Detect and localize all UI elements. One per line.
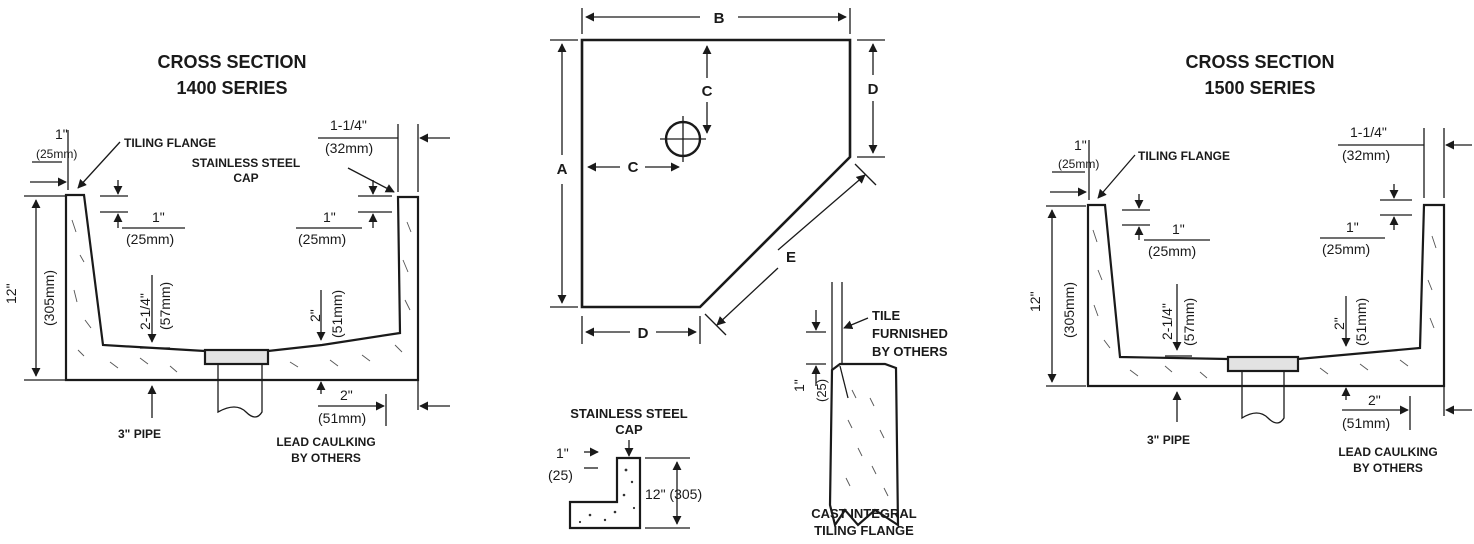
cap-detail-dim-in: 1" — [556, 445, 569, 461]
cross-section-1500: CROSS SECTION 1500 SERIES 1" (25mm) TILI… — [1027, 52, 1472, 475]
lead-label-1500-line1: LEAD CAULKING — [1338, 445, 1437, 459]
title-1500-line2: 1500 SERIES — [1204, 78, 1315, 98]
cap-detail: STAINLESS STEEL CAP 1" (25) 12" (305) — [548, 406, 702, 530]
right-top-mm-1400: (32mm) — [325, 140, 373, 156]
bottom-mm-1500: (51mm) — [1342, 415, 1390, 431]
inner-left-in-1500: 1" — [1172, 221, 1185, 237]
basin-body-1400 — [64, 193, 420, 382]
pipe-label-1500: 3" PIPE — [1147, 433, 1190, 447]
floor-right-mm-1400: (51mm) — [329, 290, 345, 338]
cast-label-line1: CAST INTEGRAL — [811, 506, 917, 521]
drain-cap-1400 — [203, 348, 270, 366]
floor-left-in-1400: 2-1/4" — [137, 293, 153, 330]
title-1500-line1: CROSS SECTION — [1185, 52, 1334, 72]
inner-left-mm-1400: (25mm) — [126, 231, 174, 247]
pan-outline — [580, 38, 852, 309]
cap-detail-body — [568, 456, 642, 530]
floor-right-in-1500: 2" — [1331, 317, 1347, 330]
basin-body-1500 — [1086, 203, 1446, 388]
floor-left-in-1500: 2-1/4" — [1159, 303, 1175, 340]
height-mm-1500: (305mm) — [1061, 282, 1077, 338]
dim-d-right: D — [868, 81, 879, 98]
dim-a: A — [557, 161, 568, 178]
lead-label-1400-line2: BY OTHERS — [291, 451, 361, 465]
pipe-1400 — [217, 364, 263, 418]
cap-detail-height: 12" (305) — [645, 486, 702, 502]
floor-left-mm-1500: (57mm) — [1181, 298, 1197, 346]
inner-left-in-1400: 1" — [152, 209, 165, 225]
dim-b: B — [714, 10, 725, 27]
floor-right-in-1400: 2" — [307, 309, 323, 322]
pipe-1500 — [1241, 371, 1285, 424]
tile-label-line2: FURNISHED — [872, 326, 948, 341]
bottom-in-1400: 2" — [340, 387, 353, 403]
height-mm-1400: (305mm) — [41, 270, 57, 326]
concrete-hatch-1400 — [71, 219, 412, 373]
floor-right-mm-1500: (51mm) — [1353, 298, 1369, 346]
tile-flange-body — [828, 362, 900, 528]
dim-c-vertical: C — [702, 83, 713, 100]
tile-flange-hatch — [845, 389, 889, 497]
right-top-mm-1500: (32mm) — [1342, 147, 1390, 163]
flange-dim-in-1400: 1" — [55, 126, 68, 142]
cap-detail-dim-mm: (25) — [548, 467, 573, 483]
lead-label-1500-line2: BY OTHERS — [1353, 461, 1423, 475]
inner-right-mm-1400: (25mm) — [298, 231, 346, 247]
lead-label-1400-line1: LEAD CAULKING — [276, 435, 375, 449]
inner-left-mm-1500: (25mm) — [1148, 243, 1196, 259]
flange-dim-mm-1500: (25mm) — [1058, 157, 1099, 171]
floor-left-mm-1400: (57mm) — [157, 282, 173, 330]
cap-label-1400-line1: STAINLESS STEEL — [192, 156, 300, 170]
flange-dim-mm-1400: (25mm) — [36, 147, 77, 161]
tile-dim-mm: (25) — [814, 379, 829, 402]
concrete-hatch-1500 — [1092, 229, 1437, 379]
cast-label-line2: TILING FLANGE — [814, 523, 914, 538]
right-top-in-1400: 1-1/4" — [330, 117, 367, 133]
title-1400-line1: CROSS SECTION — [157, 52, 306, 72]
dim-e: E — [786, 249, 796, 266]
bottom-in-1500: 2" — [1368, 392, 1381, 408]
dim-c-horizontal: C — [628, 159, 639, 176]
drain-cap-1500 — [1226, 355, 1300, 373]
bottom-mm-1400: (51mm) — [318, 410, 366, 426]
cap-label-1400-line2: CAP — [233, 171, 258, 185]
flange-dim-in-1500: 1" — [1074, 137, 1087, 153]
plan-view: B A C C D D E — [550, 8, 885, 344]
height-in-1500: 12" — [1027, 291, 1043, 312]
inner-right-in-1500: 1" — [1346, 219, 1359, 235]
right-top-in-1500: 1-1/4" — [1350, 124, 1387, 140]
tile-label-line3: BY OTHERS — [872, 344, 948, 359]
cap-detail-title-line2: CAP — [615, 422, 643, 437]
inner-right-mm-1500: (25mm) — [1322, 241, 1370, 257]
pipe-label-1400: 3" PIPE — [118, 427, 161, 441]
title-1400-line2: 1400 SERIES — [176, 78, 287, 98]
inner-right-in-1400: 1" — [323, 209, 336, 225]
cap-detail-speckle — [578, 468, 636, 524]
height-in-1400: 12" — [3, 283, 19, 304]
tile-dim-in: 1" — [791, 379, 807, 392]
tile-flange-detail: TILE FURNISHED BY OTHERS 1" (25) CAST IN… — [791, 282, 948, 538]
cap-detail-title-line1: STAINLESS STEEL — [570, 406, 688, 421]
tiling-flange-label-1400: TILING FLANGE — [124, 136, 216, 150]
tile-label-line1: TILE — [872, 308, 900, 323]
cross-section-1400: CROSS SECTION 1400 SERIES 1" (2 — [3, 52, 450, 465]
dim-d-bottom: D — [638, 325, 649, 342]
tiling-flange-label-1500: TILING FLANGE — [1138, 149, 1230, 163]
